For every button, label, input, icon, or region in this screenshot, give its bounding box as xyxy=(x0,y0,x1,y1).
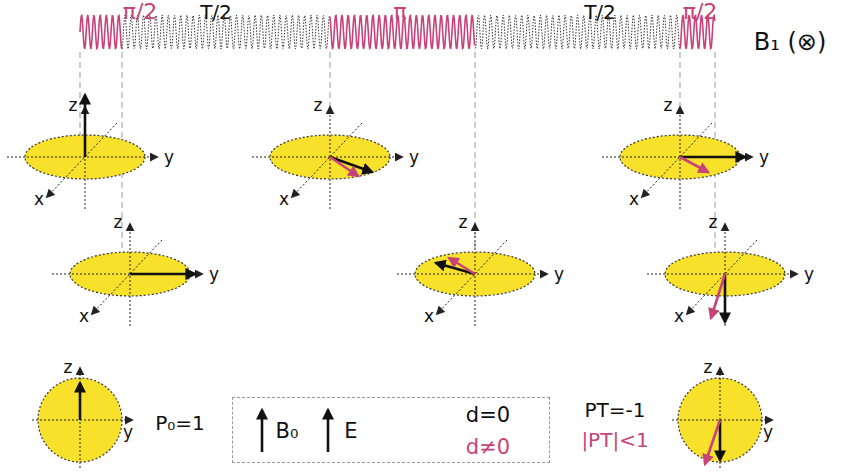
axis-label: y xyxy=(763,424,773,441)
axis-label: y xyxy=(554,266,564,283)
axis-label: x xyxy=(629,191,639,208)
spin-vector-edm xyxy=(330,157,358,176)
legend-text: B₀ xyxy=(276,421,299,442)
axis-label: y xyxy=(164,149,174,166)
axis-label: z xyxy=(459,214,468,231)
sequence-label: T/2 xyxy=(584,2,616,22)
rf-pulse xyxy=(80,15,122,49)
sequence-label: T/2 xyxy=(200,2,232,22)
spin-vector xyxy=(724,274,727,322)
free-precession-wave xyxy=(475,15,680,49)
polarization-vector xyxy=(79,383,82,420)
spin-vector xyxy=(680,156,745,159)
spin-vector-edm xyxy=(449,258,475,274)
legend-text: d≠0 xyxy=(466,437,510,458)
axis-line xyxy=(252,157,402,158)
guide-line xyxy=(474,52,475,262)
axis-label: z xyxy=(114,214,123,231)
guide-line xyxy=(79,52,80,145)
polarization-vector-edm xyxy=(705,420,720,464)
sequence-label: B₁ (⊗) xyxy=(754,30,827,54)
axis-line xyxy=(52,274,202,275)
axis-line xyxy=(47,123,117,197)
axis-label: y xyxy=(209,266,219,283)
axis-line xyxy=(80,368,81,468)
axis-label: x xyxy=(34,191,44,208)
axis-label: x xyxy=(674,308,684,325)
axis-line xyxy=(292,123,362,197)
axis-label: y xyxy=(409,149,419,166)
axis-line xyxy=(7,157,157,158)
axis-line xyxy=(687,240,757,314)
axis-line xyxy=(92,240,162,314)
axis-label: z xyxy=(69,97,78,114)
axis-line xyxy=(32,420,132,421)
axis-label: P₀=1 xyxy=(155,413,205,433)
legend-box: B₀ Ed=0 d≠0 xyxy=(232,397,550,463)
axis-label: x xyxy=(79,308,89,325)
spin-vector-edm xyxy=(711,274,725,318)
sequence-label: π/2 xyxy=(683,1,718,23)
guide-line xyxy=(329,52,330,110)
axis-line xyxy=(647,274,797,275)
legend-text: d=0 xyxy=(466,405,510,426)
axis-label: z xyxy=(64,359,73,376)
spin-vector xyxy=(130,273,195,276)
axis-label: z xyxy=(664,97,673,114)
axis-label: z xyxy=(314,97,323,114)
axis-label: y xyxy=(804,266,814,283)
axis-line xyxy=(602,157,752,158)
axis-label: x xyxy=(424,308,434,325)
axis-line xyxy=(437,240,507,314)
axis-label: z xyxy=(704,359,713,376)
legend-text: E xyxy=(344,421,357,442)
spin-vector-edm xyxy=(680,157,708,172)
axis-label: y xyxy=(123,424,133,441)
axis-label: z xyxy=(709,214,718,231)
spin-vector xyxy=(84,95,87,157)
guide-line xyxy=(679,52,680,110)
axis-line xyxy=(720,368,721,468)
sequence-label: π/2 xyxy=(123,1,158,23)
axis-label: y xyxy=(759,149,769,166)
field-arrow xyxy=(261,410,264,452)
axis-label: PT=-1 xyxy=(585,400,646,420)
axis-label: |PT|<1 xyxy=(581,430,648,450)
axis-line xyxy=(672,420,772,421)
spin-vector xyxy=(436,263,475,274)
axis-label: x xyxy=(279,191,289,208)
field-arrow xyxy=(327,410,330,452)
axis-line xyxy=(642,123,712,197)
sequence-label: π xyxy=(393,1,406,23)
